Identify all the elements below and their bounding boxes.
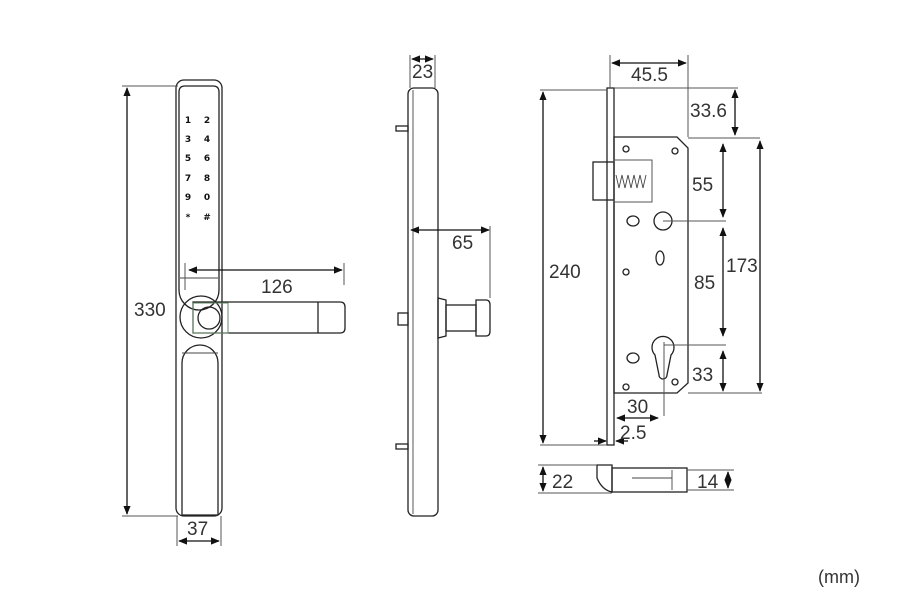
unit-label: (mm) [818, 567, 860, 587]
dim-bolt-depth: 22 [552, 472, 573, 493]
latch-bolt [592, 161, 615, 201]
front-plate [175, 79, 223, 517]
screw [622, 383, 630, 391]
key-8: 8 [204, 174, 210, 184]
front-view: 1 2 3 4 5 6 7 8 9 0 * # 330 126 [122, 79, 346, 546]
dim-side-thickness: 23 [412, 62, 433, 83]
dim-faceplate-length: 240 [549, 262, 581, 283]
key-3: 3 [185, 135, 191, 145]
dim-case-height: 173 [726, 256, 758, 277]
dim-cylinder-to-bottom: 33 [692, 365, 713, 386]
key-hash: # [203, 213, 211, 223]
side-view: 23 65 [395, 55, 491, 517]
dim-front-height: 330 [134, 300, 166, 321]
dim-spindle-to-cylinder: 85 [694, 273, 715, 294]
key-4: 4 [204, 135, 210, 145]
mounting-pin [395, 125, 409, 132]
key-6: 6 [204, 154, 210, 164]
keypad-panel [178, 85, 220, 311]
screw [622, 145, 630, 153]
key-2: 2 [204, 116, 210, 126]
dim-bolt-height: 14 [697, 472, 719, 493]
spring-housing [613, 159, 653, 203]
mounting-pin [395, 443, 409, 450]
spring [615, 174, 647, 189]
dim-handle-length: 126 [261, 277, 293, 298]
key-0: 0 [204, 193, 210, 203]
dim-spindle-projection: 65 [452, 233, 473, 254]
fingerprint-icon [197, 306, 221, 330]
screw [671, 147, 679, 155]
rosette-side [437, 297, 447, 339]
handle-end [475, 299, 491, 337]
side-plate [407, 87, 439, 517]
mortise-view: 45.5 33.6 240 173 55 85 33 30 2.5 [539, 55, 764, 446]
dim-cylinder-backset: 30 [627, 397, 648, 418]
lock-case [613, 136, 689, 394]
faceplate [606, 87, 615, 446]
handle-rosette [179, 295, 223, 339]
mounting-hole [626, 352, 640, 364]
dim-latch-to-spindle: 55 [692, 175, 713, 196]
spindle-body [445, 304, 477, 332]
cylinder-hole [651, 335, 675, 380]
dim-top-offset: 33.6 [690, 101, 727, 122]
side-tab [397, 312, 409, 326]
bolt-top-view: 22 14 [538, 464, 734, 494]
bolt-body [611, 467, 688, 493]
dim-backset: 45.5 [631, 65, 668, 86]
bolt-head [596, 464, 613, 493]
key-9: 9 [185, 193, 191, 203]
keypad-keys: 1 2 3 4 5 6 7 8 9 0 * # [185, 116, 211, 223]
key-5: 5 [185, 154, 191, 164]
mounting-hole [626, 215, 640, 227]
lower-cover [181, 344, 219, 516]
fingerprint-sensor [192, 302, 229, 334]
screw [622, 268, 630, 276]
dim-front-width: 37 [187, 519, 208, 540]
dim-faceplate-thickness: 2.5 [620, 423, 646, 444]
screw [671, 378, 679, 386]
mounting-hole [655, 250, 665, 266]
key-star: * [186, 213, 191, 223]
key-1: 1 [185, 116, 191, 126]
key-7: 7 [185, 174, 191, 184]
handle-lever [192, 301, 346, 334]
